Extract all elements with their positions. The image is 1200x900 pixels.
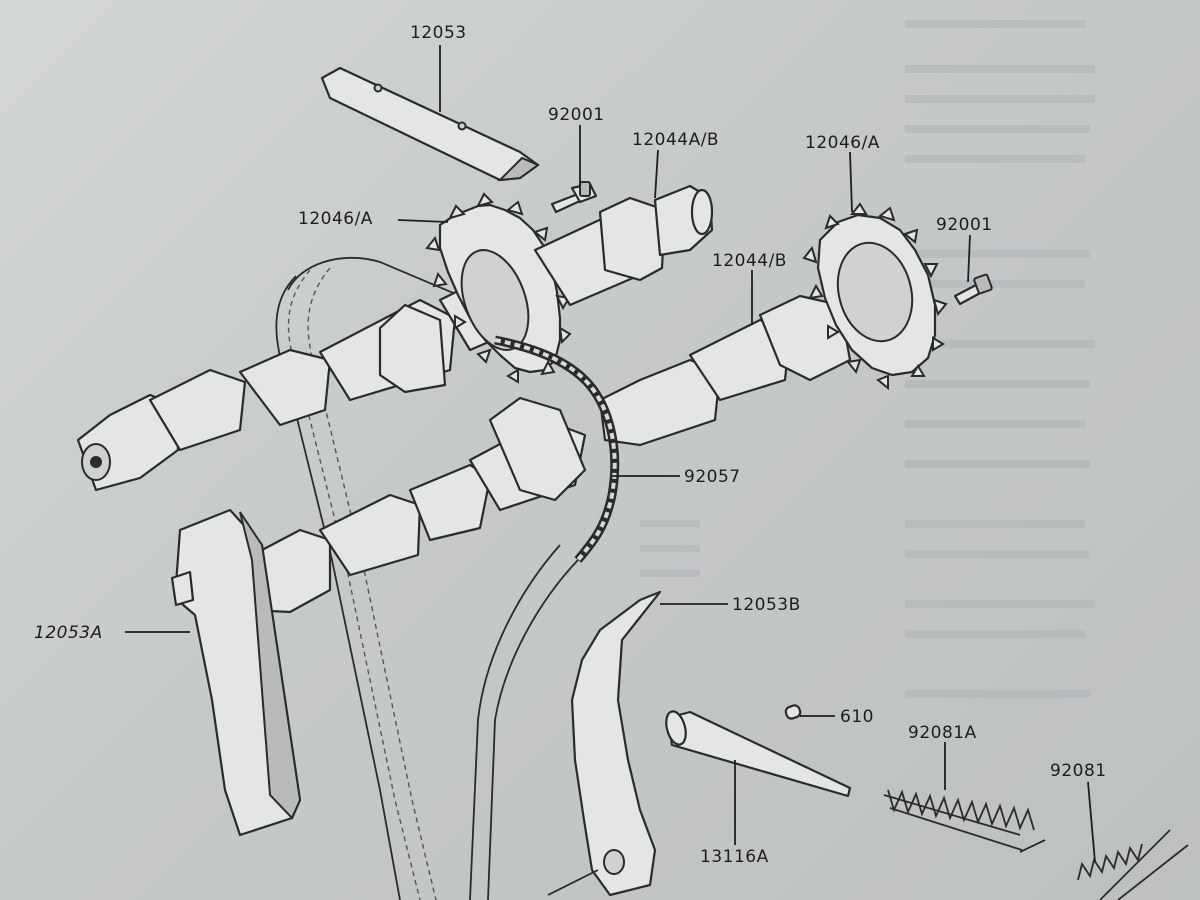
label-12044-B: 12044/B <box>712 251 787 271</box>
label-92081: 92081 <box>1050 761 1107 781</box>
label-92001-right: 92001 <box>936 215 993 235</box>
label-92081A: 92081A <box>908 723 977 743</box>
pin-610 <box>784 704 802 720</box>
label-92001-left: 92001 <box>548 105 605 125</box>
camshaft-upper <box>76 258 547 492</box>
spring-92081 <box>1077 829 1189 900</box>
chain-guide-12053A <box>170 508 302 837</box>
sprocket-upper-right <box>802 202 948 391</box>
spring-92081A <box>883 789 1046 853</box>
label-12046A-left: 12046/A <box>298 209 373 229</box>
label-12053: 12053 <box>410 23 467 43</box>
cam-chain-92057 <box>469 335 620 900</box>
bolt-92001-left <box>550 181 598 214</box>
label-610: 610 <box>840 707 874 727</box>
background-bleed-through <box>640 20 1095 698</box>
bolt-92001-right <box>953 273 993 306</box>
label-92057: 92057 <box>684 467 741 487</box>
label-12053B: 12053B <box>732 595 801 615</box>
camshaft-12044-B <box>598 294 852 447</box>
label-12053A: 12053A <box>34 623 103 643</box>
sprocket-upper-left <box>425 192 572 384</box>
rod-13116A <box>665 710 852 798</box>
label-12044A-B: 12044A/B <box>632 130 719 150</box>
label-12046A-right: 12046/A <box>805 133 880 153</box>
top-chain-guide-12053 <box>320 66 541 182</box>
part-labels: 12053 92001 12044A/B 12046/A 12046/A 920… <box>34 23 1107 867</box>
leader-lines <box>125 45 1096 863</box>
camshaft-12044A-B <box>533 184 714 307</box>
tensioner-guide-12053B <box>547 590 662 897</box>
label-13116A: 13116A <box>700 847 769 867</box>
